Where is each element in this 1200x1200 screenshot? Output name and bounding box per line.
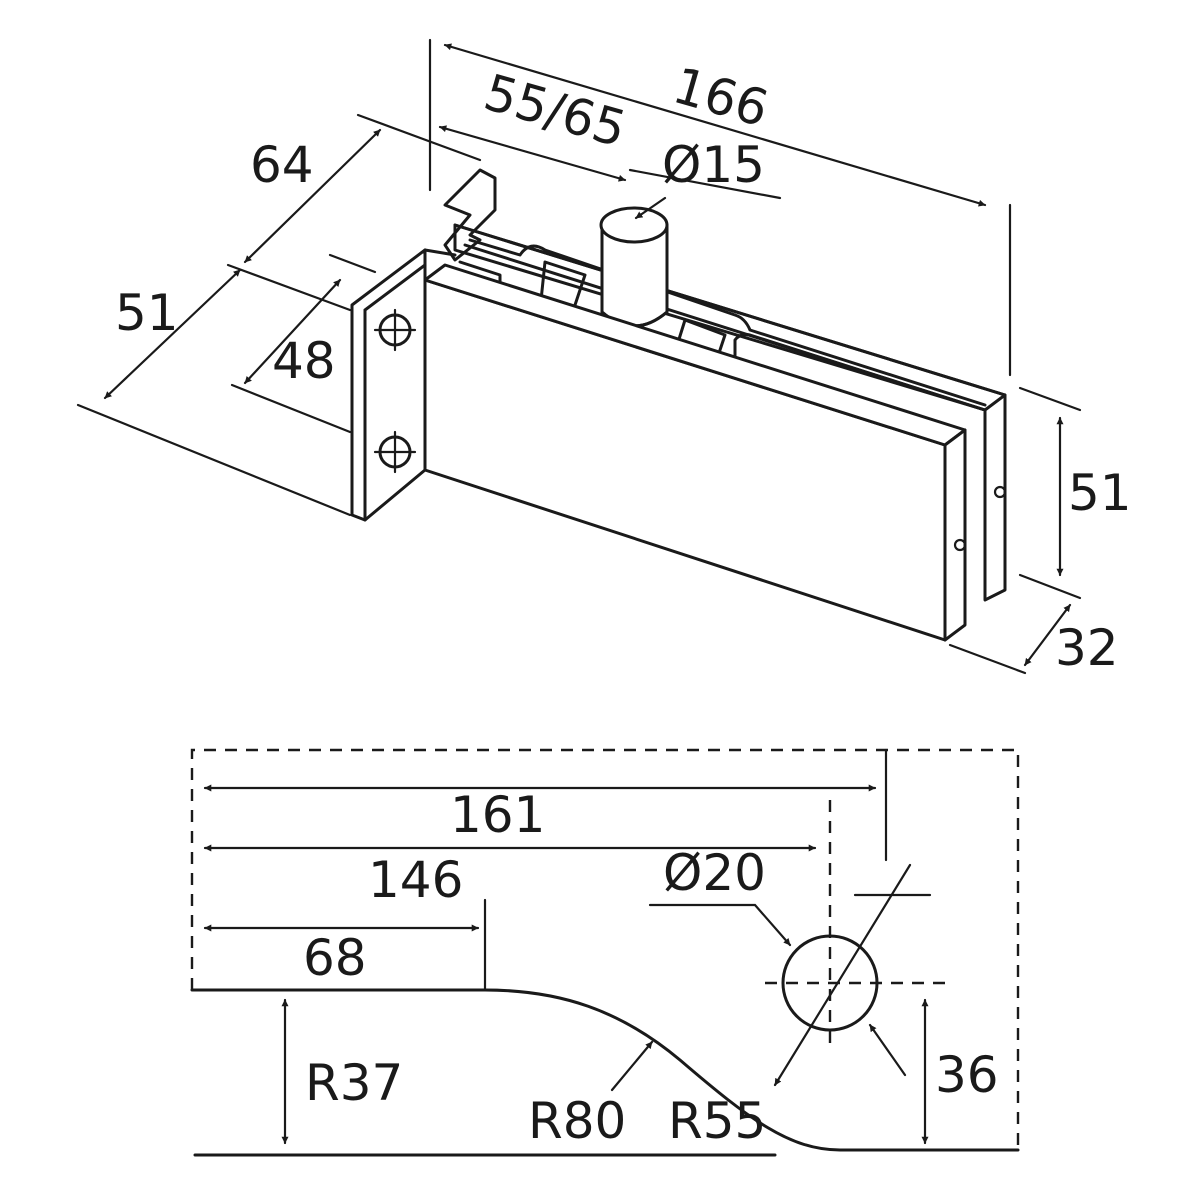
mounting-flange [350,248,457,522]
label-32: 32 [1055,619,1119,677]
label-161: 161 [450,786,545,844]
dim-leader-dia20 [648,903,792,947]
dim-line-dia15 [634,196,667,220]
dim-line-48 [243,278,342,385]
dim-line-64 [243,128,382,264]
label-dia20: Ø20 [663,844,766,902]
dim-line-51-left [103,268,242,400]
label-51-right: 51 [1068,464,1132,522]
label-r37: R37 [305,1054,403,1112]
label-36: 36 [935,1046,999,1104]
dim-line-32 [1023,603,1072,667]
dimension-lines-bottom [203,784,929,1145]
label-51-left: 51 [115,284,179,342]
dim-line-166 [443,43,987,207]
dim-line-55-65 [438,125,627,182]
pivot-pin [599,206,669,328]
profile-view: 161 146 68 Ø20 R37 R80 R55 36 [190,748,1020,1157]
dimension-lines-top [103,43,1072,667]
label-r55: R55 [668,1092,766,1150]
label-dia15: Ø15 [662,136,765,194]
label-166: 166 [667,56,775,138]
label-68: 68 [303,929,367,987]
dashed-outline [190,748,1020,1150]
isometric-view: 166 55/65 Ø15 64 51 48 51 32 [76,38,1132,677]
pivot-hole [765,748,950,1087]
label-48: 48 [272,332,336,390]
label-r80: R80 [528,1092,626,1150]
label-64: 64 [250,136,314,194]
profile-edge [190,988,1020,1152]
dim-leader-r55 [868,1023,907,1077]
label-146: 146 [368,851,463,909]
dim-leader-r80 [610,1040,654,1092]
